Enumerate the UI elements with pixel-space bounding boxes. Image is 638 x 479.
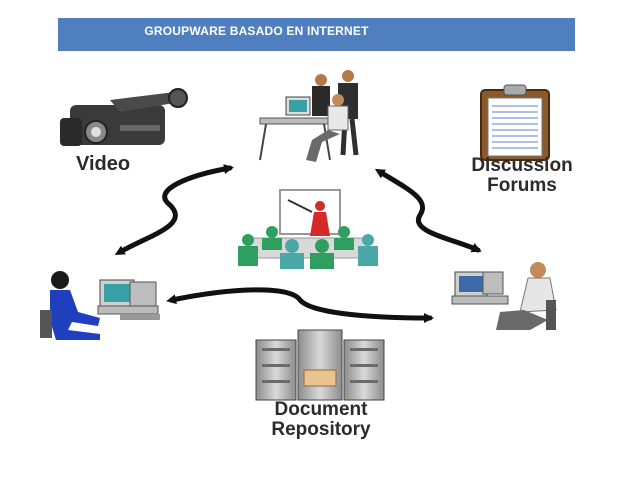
title-bar: GROUPWARE BASADO EN INTERNET: [58, 18, 575, 51]
team-workstation-icon: [259, 70, 359, 162]
page-title: GROUPWARE BASADO EN INTERNET: [58, 24, 575, 38]
right-user-icon: [451, 262, 557, 330]
repo-label-line1: Document: [274, 399, 368, 420]
video-camera-icon: [60, 88, 188, 146]
forums-label-line1: Discussion: [471, 155, 573, 176]
clipboard-icon: [480, 84, 550, 161]
discussion-forums-label: Discussion Forums: [458, 156, 586, 196]
video-label: Video: [76, 153, 131, 175]
arrow-left-top: [114, 164, 234, 255]
arrow-right-top: [374, 168, 482, 253]
presentation-icon: [238, 189, 378, 269]
page-title-text: GROUPWARE BASADO EN INTERNET: [144, 24, 369, 38]
arrow-bottom: [166, 287, 434, 323]
document-repository-label: Document Repository: [256, 400, 386, 440]
filing-cabinets-icon: [255, 329, 385, 401]
forums-label-line2: Forums: [487, 174, 557, 196]
arrows: [114, 164, 482, 323]
repo-label-line2: Repository: [271, 418, 371, 440]
left-user-icon: [40, 271, 160, 340]
